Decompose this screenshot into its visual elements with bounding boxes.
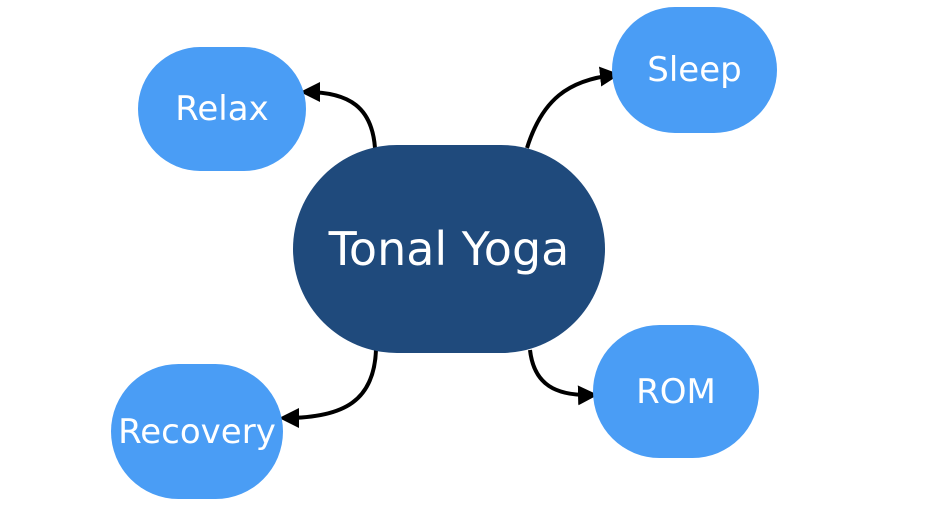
arrow-to-rom <box>528 349 598 406</box>
node-sleep-label: Sleep <box>647 50 742 90</box>
arrow-to-recovery <box>279 349 378 428</box>
arrow-to-sleep <box>525 66 620 149</box>
node-recovery: Recovery <box>111 364 283 499</box>
center-node-label: Tonal Yoga <box>328 222 570 276</box>
node-sleep: Sleep <box>612 7 777 133</box>
arrow-to-relax <box>300 82 377 149</box>
node-rom: ROM <box>593 325 759 458</box>
node-recovery-label: Recovery <box>118 411 276 452</box>
node-relax-label: Relax <box>175 89 269 129</box>
node-relax: Relax <box>138 47 306 171</box>
node-rom-label: ROM <box>636 371 716 412</box>
center-node-tonal-yoga: Tonal Yoga <box>293 145 605 353</box>
